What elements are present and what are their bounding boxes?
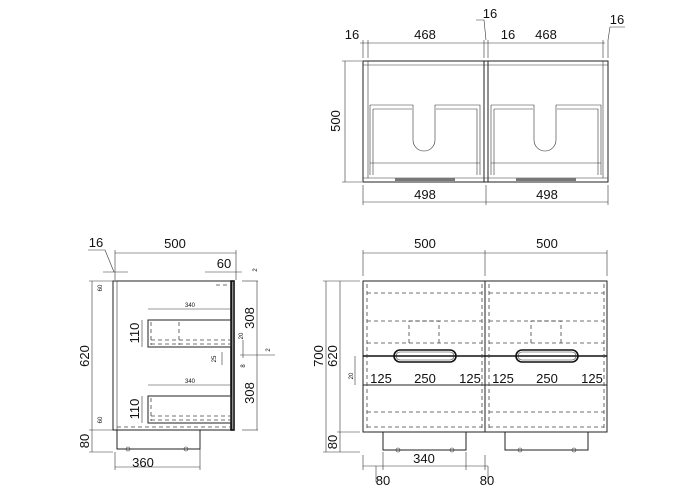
front-view: 500 500 700 620 80 20 340 80 80 125 250 … — [311, 236, 608, 488]
dim-label: 80 — [77, 434, 92, 448]
dim-label: 80 — [480, 473, 494, 488]
dim-label: 500 — [328, 110, 343, 132]
dim-label: 60 — [217, 256, 231, 271]
dim-label: 16 — [89, 235, 103, 250]
dim-label: 16 — [610, 12, 624, 27]
dim-label: 16 — [501, 27, 515, 42]
dim-label: 308 — [242, 307, 257, 329]
dim-label: 20 — [239, 332, 245, 339]
dim-label: 25 — [212, 355, 218, 362]
dim-label: 620 — [77, 345, 92, 367]
handle-recess-left — [395, 178, 455, 181]
dim-label: 80 — [376, 473, 390, 488]
dim-label: 468 — [414, 27, 436, 42]
dim-label: 125 — [492, 371, 514, 386]
dim-label: 360 — [132, 455, 154, 470]
top-view: 16 468 16 16 468 16 500 498 498 — [328, 6, 625, 205]
dim-label: 340 — [185, 379, 196, 385]
dim-label: 340 — [413, 451, 435, 466]
dim-label: 2 — [266, 348, 272, 352]
dim-label: 500 — [164, 236, 186, 251]
dim-label: 16 — [483, 6, 497, 21]
dim-label: 250 — [414, 371, 436, 386]
dim-label: 250 — [536, 371, 558, 386]
dim-label: 60 — [98, 416, 104, 423]
dim-label: 125 — [581, 371, 603, 386]
dim-label: 468 — [535, 27, 557, 42]
dim-label: 2 — [253, 268, 259, 272]
top-view-outline — [362, 60, 609, 183]
dim-label: 500 — [414, 236, 436, 251]
dim-label: 60 — [98, 284, 104, 291]
dim-label: 80 — [325, 435, 340, 449]
dim-label: 498 — [536, 187, 558, 202]
handle-recess-right — [516, 178, 576, 181]
handle-left — [393, 349, 457, 363]
dim-label: 498 — [414, 187, 436, 202]
dim-label: 16 — [345, 27, 359, 42]
dim-label: 620 — [325, 345, 340, 367]
dim-label: 700 — [311, 345, 326, 367]
dim-label: 125 — [459, 371, 481, 386]
handle-right — [515, 349, 579, 363]
dim-label: 8 — [241, 364, 247, 368]
dim-label: 308 — [242, 382, 257, 404]
dim-label: 500 — [536, 236, 558, 251]
dim-label: 125 — [370, 371, 392, 386]
dim-label: 110 — [127, 399, 142, 420]
dim-label: 110 — [127, 323, 142, 344]
dim-label: 340 — [185, 303, 196, 309]
hidden-lines — [366, 284, 605, 430]
side-view: 16 500 60 620 80 360 340 340 110 110 308… — [77, 235, 275, 470]
dim-label: 20 — [349, 372, 355, 379]
